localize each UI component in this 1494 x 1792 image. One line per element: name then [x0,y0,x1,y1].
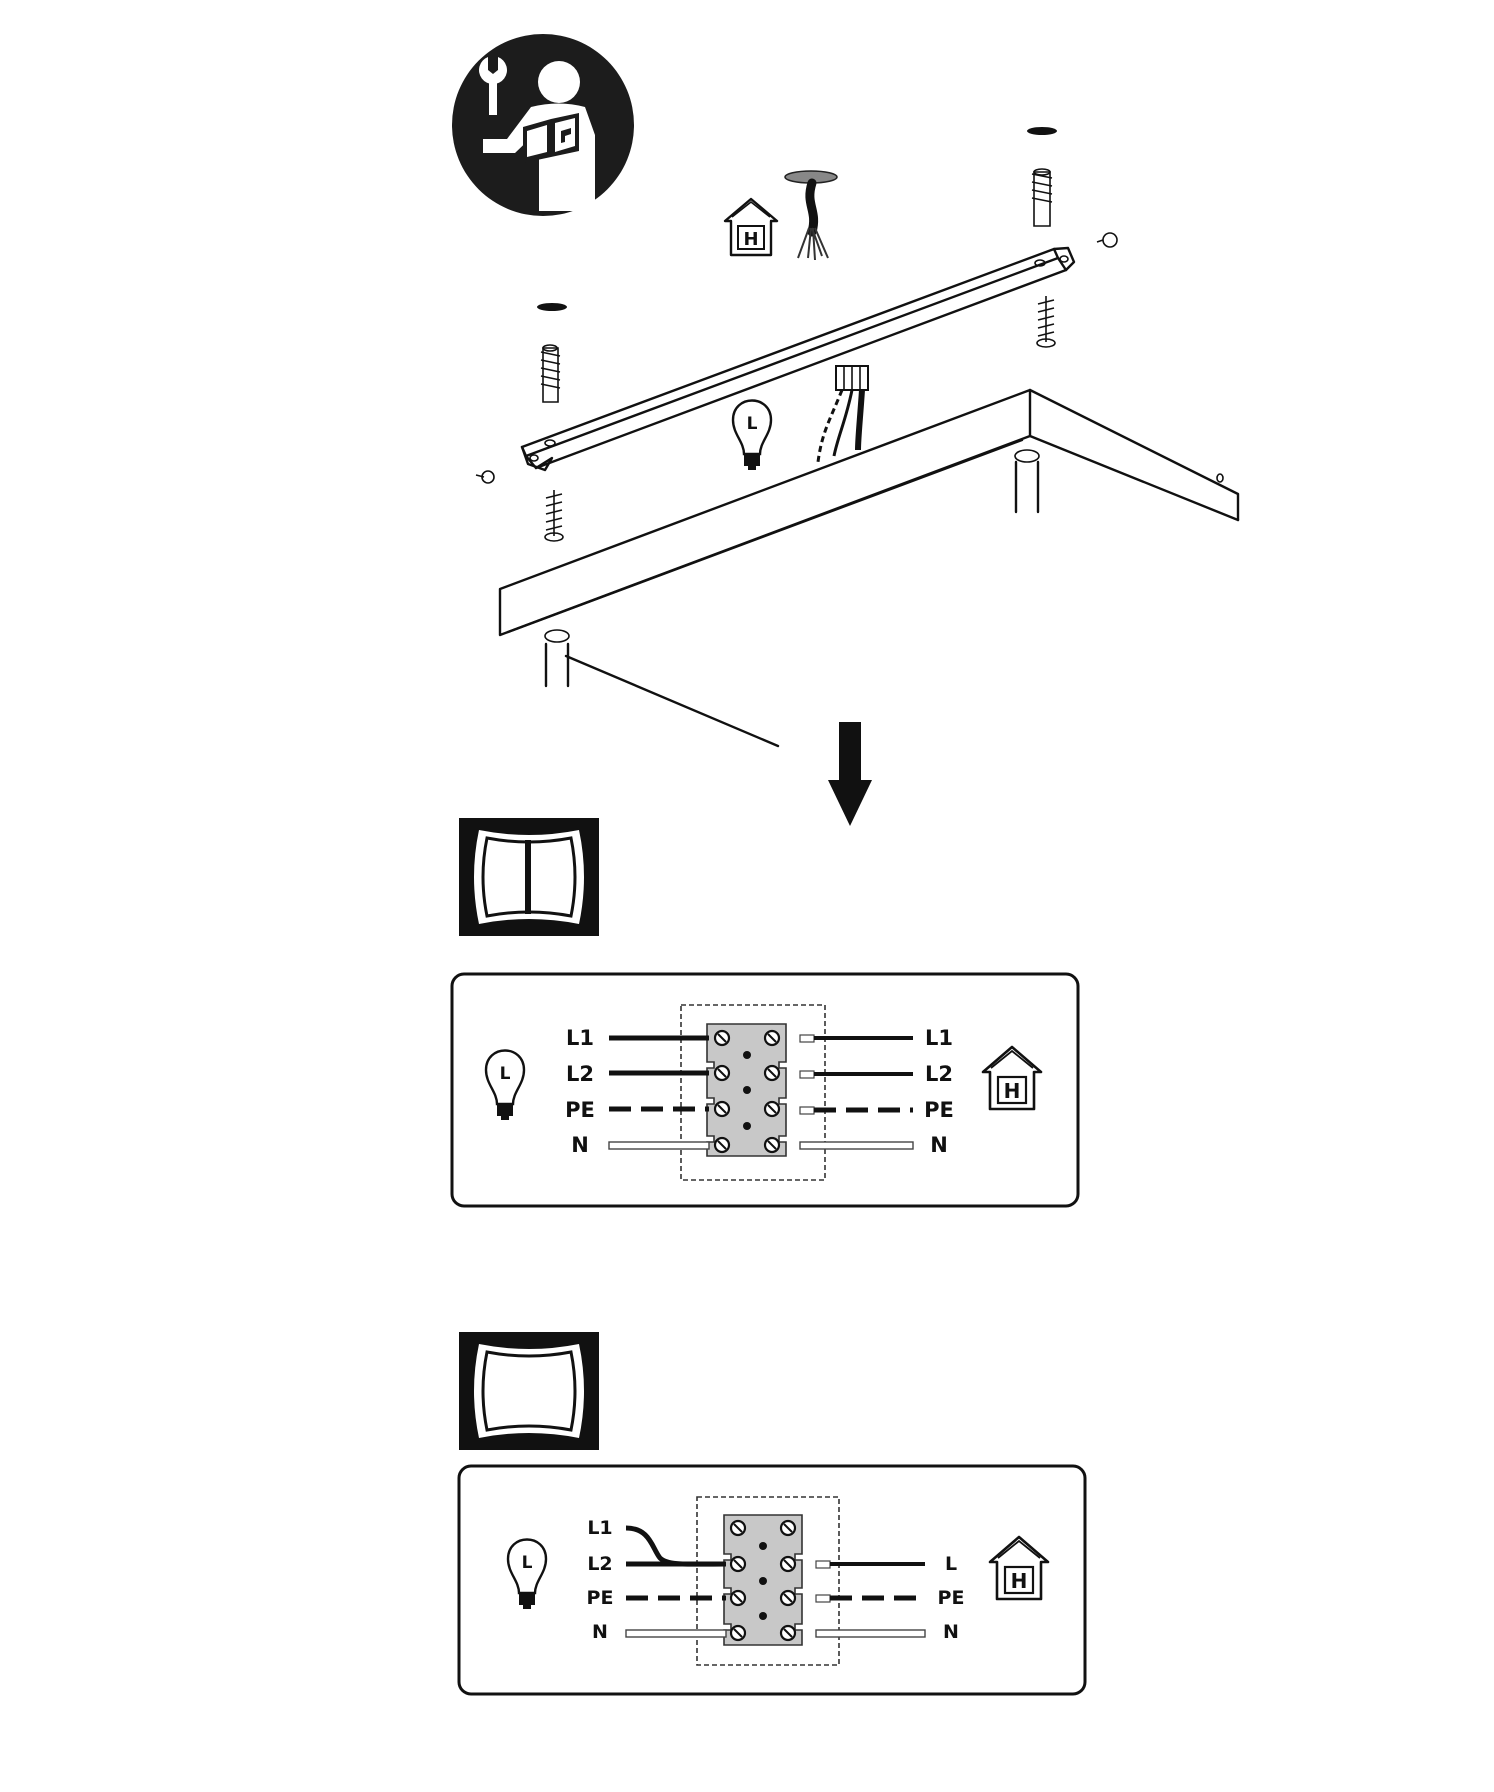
lamp-letter: L [522,1553,533,1573]
terminal-bridge-dot [759,1542,767,1550]
left-label-2: PE [565,1098,595,1122]
house-icon: H [981,1045,1043,1111]
wiring-panel-double: L1 L2 PE N L1 L2 PE N L H [450,972,1080,1208]
small-screw-left [475,470,495,484]
terminal-screw-slot [733,1523,743,1533]
right-label-1: PE [938,1587,965,1609]
terminal-bridge-dot [743,1122,751,1130]
lamp-letter: L [747,414,758,434]
left-label-0: L1 [587,1517,612,1539]
wiring-panel-single: L1 L2 PE N L PE N L H [457,1464,1087,1696]
right-label-0: L [945,1553,957,1575]
terminal-screw-slot [733,1559,743,1569]
mounting-rail [520,246,1076,472]
lamp-icon: L [506,1538,548,1609]
left-label-1: L2 [566,1062,594,1086]
right-label-2: PE [924,1098,954,1122]
terminal-screw-slot [767,1068,777,1078]
right-label-0: L1 [925,1026,953,1050]
small-screw-right [1096,232,1118,248]
single-switch-icon [459,1332,599,1450]
terminal-screw-slot [767,1140,777,1150]
terminal-screw-slot [717,1033,727,1043]
terminal-screw-slot [717,1068,727,1078]
arrow-down-icon [828,722,872,826]
terminal-screw-slot [783,1523,793,1533]
double-switch-icon [459,818,599,936]
left-label-3: N [571,1133,589,1157]
terminal-screw-slot [717,1140,727,1150]
terminal-screw-slot [767,1033,777,1043]
read-manual-icon [452,34,634,216]
lamp-icon: L [484,1049,526,1120]
terminal-screw-slot [783,1593,793,1603]
wall-plug-right [1027,127,1057,227]
ceiling-cable [784,170,838,261]
terminal-screw-slot [783,1628,793,1638]
lamp-icon: L [731,399,773,470]
lamp-letter: L [500,1064,511,1084]
terminal-screw-slot [717,1104,727,1114]
house-letter: H [1011,1569,1028,1593]
house-icon: H [723,197,779,257]
left-label-2: PE [587,1587,614,1609]
terminal-screw-slot [783,1559,793,1569]
screw-left [544,490,564,542]
terminal-bridge-dot [743,1086,751,1094]
light-fixture [498,388,1240,748]
house-icon: H [988,1535,1050,1601]
right-label-3: N [930,1133,948,1157]
screw-right [1036,296,1056,348]
left-label-3: N [592,1621,608,1643]
right-label-1: L2 [925,1062,953,1086]
terminal-bridge-dot [759,1612,767,1620]
fixture-connector [816,365,869,463]
house-letter: H [743,229,758,250]
terminal-screw-slot [733,1628,743,1638]
terminal-screw-slot [767,1104,777,1114]
terminal-bridge-dot [743,1051,751,1059]
left-label-0: L1 [566,1026,594,1050]
wall-plug-left [537,303,567,403]
left-label-1: L2 [587,1553,612,1575]
house-letter: H [1004,1079,1021,1103]
terminal-bridge-dot [759,1577,767,1585]
terminal-screw-slot [733,1593,743,1603]
right-label-2: N [943,1621,959,1643]
